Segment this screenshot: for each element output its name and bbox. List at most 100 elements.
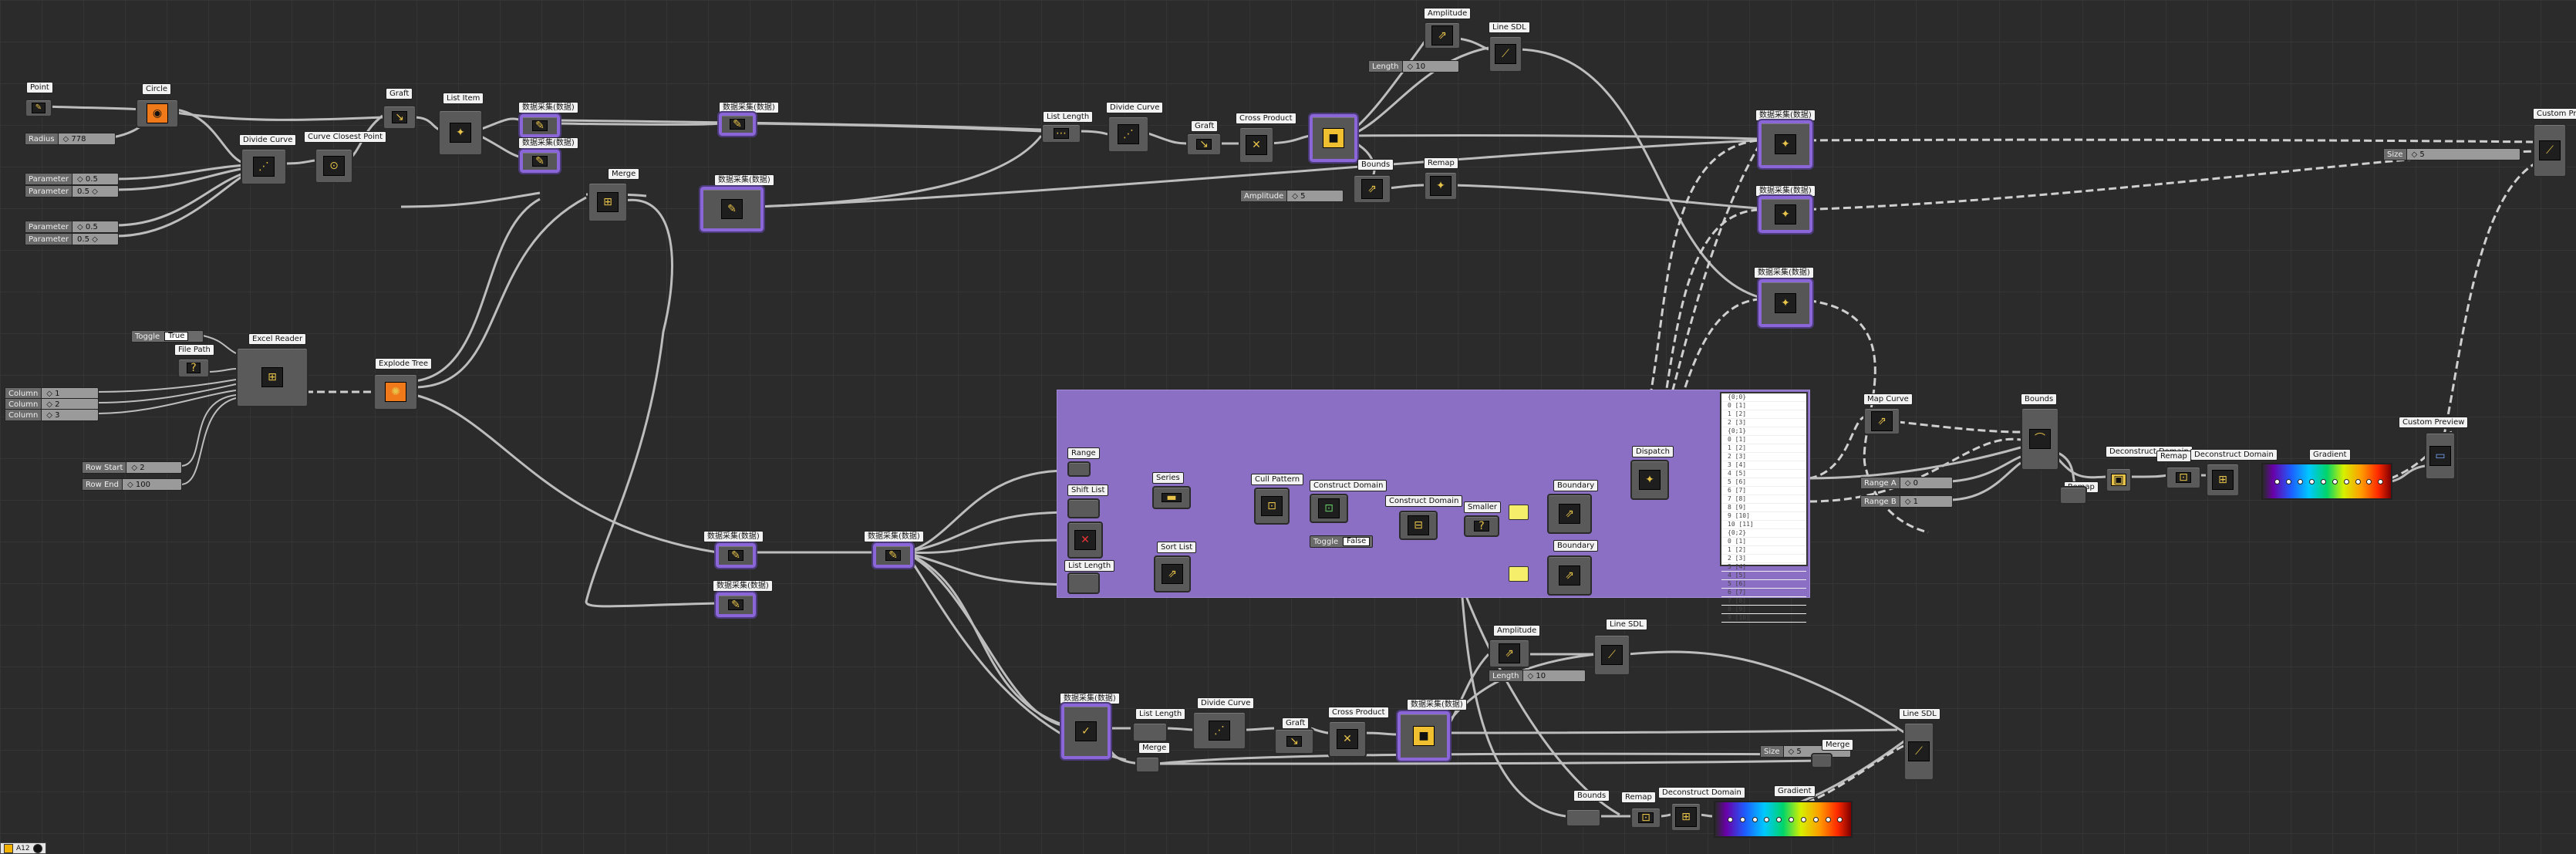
- explode-tree-node[interactable]: ✺: [373, 373, 418, 410]
- circle-node[interactable]: ◉: [136, 99, 179, 128]
- amplitude-node[interactable]: ⇗: [1424, 22, 1461, 49]
- smaller-node[interactable]: ?: [1464, 515, 1499, 537]
- remap-node[interactable]: ✦: [1424, 171, 1458, 201]
- cross-product-node[interactable]: ✕: [1239, 127, 1274, 164]
- gradient-grip[interactable]: [1776, 817, 1782, 822]
- excel-reader-node[interactable]: ⊞: [236, 347, 309, 407]
- boundary-node-2[interactable]: ⇗: [1547, 555, 1592, 596]
- cluster-a-node[interactable]: ✎: [518, 113, 561, 139]
- construct-domain-node[interactable]: ⊡: [1310, 494, 1348, 523]
- custom-preview3-node[interactable]: ⟋: [1903, 722, 1934, 781]
- cross-product2-node[interactable]: ✕: [1328, 721, 1367, 758]
- gradient-grip[interactable]: [2332, 479, 2338, 484]
- list-length-node[interactable]: ⋯: [1041, 123, 1081, 143]
- custom-preview-node[interactable]: ⟋: [2533, 123, 2567, 177]
- custom-preview2-node[interactable]: ▭: [2425, 432, 2456, 480]
- curve-closest-node[interactable]: ⊙: [315, 148, 353, 184]
- divide-curve3-node[interactable]: ⋰: [1192, 711, 1246, 750]
- bounds3-node[interactable]: [1566, 808, 1601, 827]
- row-end-slider[interactable]: Row End◇ 100: [82, 478, 182, 491]
- merge-node[interactable]: ⊞: [588, 182, 628, 222]
- gradient-grip[interactable]: [2274, 479, 2280, 484]
- gradient-grip[interactable]: [1837, 817, 1843, 822]
- merge2-node[interactable]: [1135, 756, 1160, 773]
- gradient-grip[interactable]: [2308, 479, 2315, 484]
- row-start-slider[interactable]: Row Start◇ 2: [82, 461, 182, 474]
- graft3-node[interactable]: ↘: [1274, 728, 1314, 754]
- list-length3-node[interactable]: [1132, 722, 1168, 742]
- dispatch2-node[interactable]: ✦: [1630, 460, 1669, 500]
- gradient-grip[interactable]: [2285, 479, 2291, 484]
- length-slider[interactable]: Length◇ 10: [1368, 60, 1459, 73]
- remap2-node[interactable]: [2059, 486, 2087, 505]
- sort-list-node[interactable]: ⇗: [1154, 555, 1191, 592]
- construct-domain2-node[interactable]: ⊟: [1399, 511, 1438, 540]
- cluster-g-node[interactable]: ✦: [1757, 194, 1814, 235]
- shift-list-node[interactable]: [1067, 498, 1100, 518]
- gradient-grip[interactable]: [1825, 817, 1831, 822]
- gradient-grip[interactable]: [2343, 479, 2349, 484]
- amplitude2-node[interactable]: ⇗: [1489, 639, 1530, 668]
- radius-slider[interactable]: Radius◇ 778: [25, 133, 116, 145]
- panel-true[interactable]: [1509, 505, 1529, 520]
- gradient-grip[interactable]: [1727, 817, 1733, 822]
- cluster-j-node[interactable]: ✎: [714, 591, 757, 619]
- remap4-node[interactable]: ⊡: [1630, 807, 1661, 829]
- parameter-slider-1[interactable]: Parameter◇ 0.5: [25, 173, 119, 185]
- amplitude-slider[interactable]: Amplitude◇ 5: [1240, 190, 1344, 202]
- line-sdl2-node[interactable]: ⟋: [1593, 634, 1630, 676]
- graft-node[interactable]: ↘: [383, 105, 416, 130]
- range-b-slider[interactable]: Range B◇ 1: [1860, 495, 1953, 508]
- gradient-bar-2[interactable]: [1714, 801, 1853, 838]
- gradient-grip[interactable]: [2320, 479, 2326, 484]
- gradient-grip[interactable]: [1812, 817, 1819, 822]
- remap3-node[interactable]: ⊡: [2166, 466, 2201, 489]
- boundary-node-1[interactable]: ⇗: [1547, 494, 1592, 534]
- length2-slider[interactable]: Length◇ 10: [1489, 670, 1586, 682]
- gradient-grip[interactable]: [1800, 817, 1806, 822]
- gradient-grip[interactable]: [1752, 817, 1758, 822]
- column-slider-2[interactable]: Column◇ 2: [5, 398, 99, 410]
- cull-pattern-node[interactable]: ⊡: [1254, 488, 1290, 525]
- gradient-grip[interactable]: [2378, 479, 2384, 484]
- merge3-node[interactable]: [1811, 753, 1833, 768]
- deconstruct-domain2-node[interactable]: ⊞: [1671, 802, 1701, 832]
- list-item-node[interactable]: ✦: [438, 110, 483, 156]
- divide-curve2-node[interactable]: ⋰: [1108, 116, 1149, 153]
- parameter-slider-3[interactable]: Parameter◇ 0.5: [25, 221, 119, 233]
- gradient-grip[interactable]: [2366, 479, 2372, 484]
- cluster-c-node[interactable]: ✎: [717, 111, 757, 137]
- cluster-e-node[interactable]: ■: [1308, 113, 1359, 164]
- panel-false[interactable]: [1509, 566, 1529, 582]
- graph-mapper-node[interactable]: ⌒: [2021, 407, 2059, 471]
- gradient-grip[interactable]: [2297, 479, 2303, 484]
- gradient-grip[interactable]: [1764, 817, 1770, 822]
- bounds-node[interactable]: ⇗: [1353, 174, 1391, 204]
- cluster-b-node[interactable]: ✎: [518, 148, 561, 174]
- list-length2-node[interactable]: [1067, 572, 1100, 594]
- graft2-node[interactable]: ↘: [1186, 133, 1222, 156]
- gradient-grip[interactable]: [1789, 817, 1795, 822]
- deconstruct-domain-node[interactable]: ⊞: [2206, 463, 2240, 497]
- construct-domain3-node[interactable]: ▣: [2106, 468, 2132, 492]
- gradient-bar[interactable]: [2261, 463, 2392, 500]
- point-node[interactable]: ✎: [25, 99, 52, 117]
- column-slider-3[interactable]: Column◇ 3: [5, 409, 99, 421]
- range-node[interactable]: [1067, 461, 1091, 477]
- range-a-slider[interactable]: Range A◇ 0: [1860, 477, 1953, 489]
- cluster-h-node[interactable]: ✎: [714, 542, 757, 569]
- cluster-e2-node[interactable]: ✦: [1757, 278, 1814, 329]
- map-curve-node[interactable]: ⇗: [1863, 407, 1900, 435]
- dispatch-node[interactable]: ✕: [1067, 522, 1103, 559]
- gradient-grip[interactable]: [2355, 479, 2361, 484]
- gradient-grip[interactable]: [1739, 817, 1745, 822]
- line-sdl-node[interactable]: ⟋: [1489, 35, 1522, 73]
- data-panel[interactable]: {0;0}0 [1]1 [2]2 [3]{0;1}0 [1]1 [2]2 [3]…: [1720, 392, 1808, 623]
- series-node[interactable]: ▬: [1152, 486, 1191, 509]
- column-slider-1[interactable]: Column◇ 1: [5, 387, 99, 400]
- cluster-bottom-node[interactable]: ✓: [1060, 702, 1112, 761]
